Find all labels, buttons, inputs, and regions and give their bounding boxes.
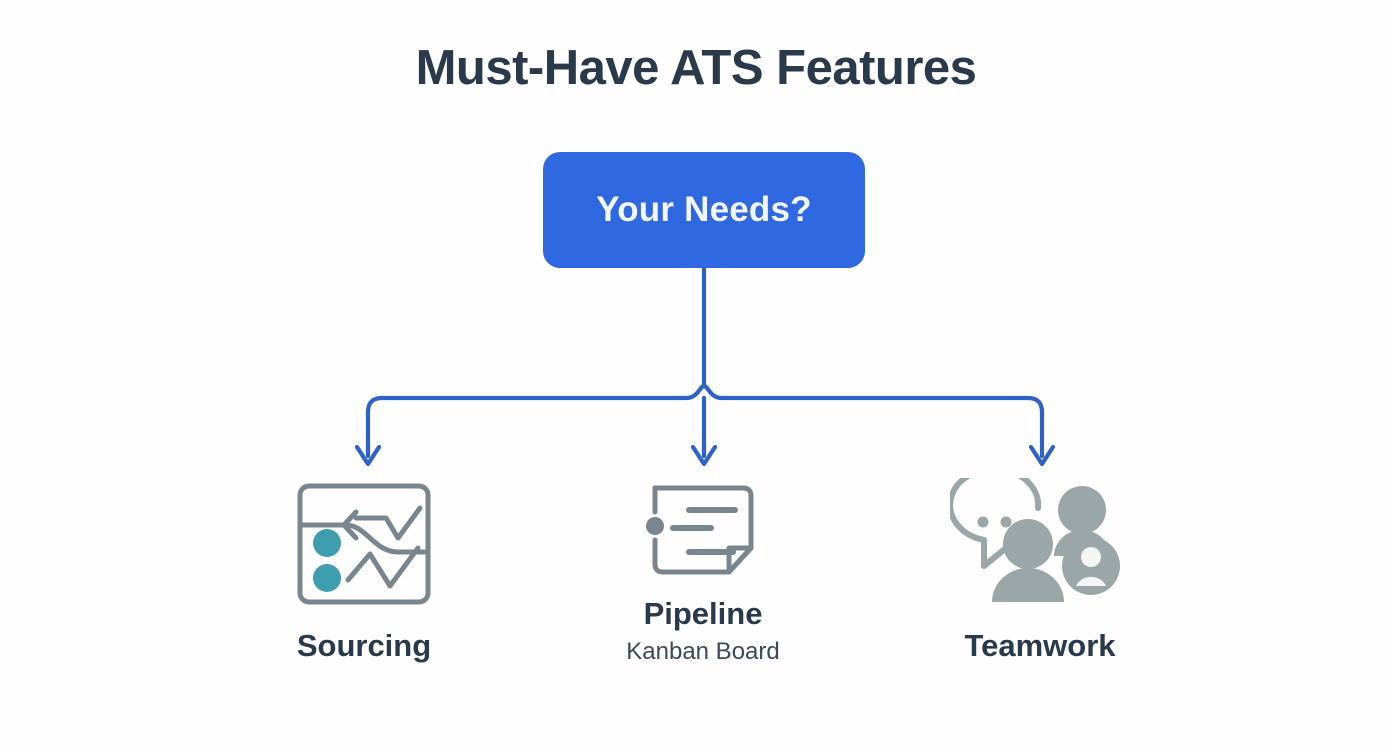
- branch-label-sourcing: Sourcing: [296, 628, 432, 663]
- people-chat-icon: [950, 478, 1120, 602]
- branch-label-pipeline: Pipeline: [643, 596, 763, 631]
- root-node-your-needs[interactable]: Your Needs?: [543, 152, 865, 268]
- branch-pipeline[interactable]: Pipeline Kanban Board: [553, 478, 853, 666]
- branch-subtitle-pipeline: Kanban Board: [626, 637, 780, 665]
- branch-teamwork[interactable]: Teamwork: [890, 478, 1190, 664]
- document-card-icon: [646, 485, 754, 575]
- analytics-board-icon: [297, 483, 431, 605]
- page-title: Must-Have ATS Features: [415, 41, 977, 95]
- branch-sourcing[interactable]: Sourcing: [214, 480, 514, 664]
- branch-label-teamwork: Teamwork: [964, 628, 1116, 663]
- root-node-label: Your Needs?: [596, 190, 812, 229]
